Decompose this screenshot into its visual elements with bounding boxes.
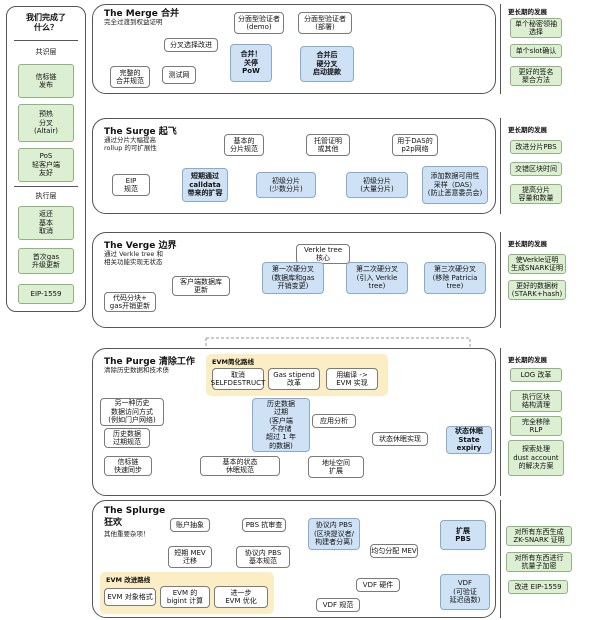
splurge-later-zk-snark: 对所有东西生成 ZK-SNARK 证明: [506, 526, 572, 546]
splurge-evm-bigint: EVM 的 bigint 计算: [160, 586, 210, 608]
splurge-subtitle: 其他重要杂项！: [104, 530, 150, 538]
merge-testnet: 测试网: [162, 66, 196, 84]
purge-subtitle: 清除历史数据和技术债: [104, 366, 169, 374]
purge-state-expiry-spec: 基本的状态 休眠规范: [200, 456, 280, 476]
merge-later-ssf: 单个slot确认: [510, 44, 562, 58]
splurge-vdf: VDF (可验证 延迟函数): [440, 574, 490, 610]
surge-basic-sharding-spec: 基本的 分片规范: [224, 134, 264, 156]
purge-later-block-cleanup: 执行区块 结构清理: [510, 390, 562, 412]
splurge-account-abstraction: 账户抽象: [170, 518, 210, 532]
surge-calldata: 短期通过 calldata 带来的扩容: [182, 168, 228, 202]
merge-title: The Merge 合并: [104, 9, 179, 19]
verge-verkle-core: Verkle tree 核心: [296, 244, 350, 264]
splurge-vdf-hardware: VDF 硬件: [356, 578, 400, 592]
surge-later-staggered: 交错区块时间: [510, 162, 562, 176]
merge-withdrawals: 合并后 硬分叉 启动提款: [300, 46, 354, 82]
purge-evm-compile: 用编译 -> EVM 实现: [326, 368, 378, 390]
splurge-evm-title: EVM 改进路线: [106, 576, 151, 584]
completed-beacon-chain: 信标链 发布: [18, 64, 74, 98]
purge-app-analysis: 应用分析: [312, 414, 356, 428]
verge-hardfork-3: 第三次硬分叉 (移除 Patricia tree): [424, 262, 486, 294]
purge-evm-title: EVM简化路线: [212, 358, 254, 366]
splurge-later-quantum: 对所有东西进行 抗量子加密: [506, 552, 572, 572]
purge-state-expiry: 状态休眠 State expiry: [446, 426, 492, 454]
merge-fork-choice: 分叉选择改进: [164, 38, 218, 52]
splurge-title: The Splurge 狂欢: [104, 506, 166, 528]
merge-later-title: 更长期的发展: [508, 8, 547, 16]
completed-refund: 返还 基本 取消: [18, 206, 74, 240]
execution-layer-label: 执行层: [35, 191, 57, 200]
splurge-extended-pbs: 扩展 PBS: [440, 520, 486, 550]
surge-custody-proof: 托管证明 或其他: [306, 134, 350, 156]
purge-later-dust: 探索处理 dust account 的解决方案: [508, 440, 564, 476]
merge-pow-shutdown: 合并！ 关停 PoW: [230, 44, 272, 82]
splurge-mev-migration: 短期 MEV 迁移: [168, 546, 212, 568]
splurge-mev-smoothing: 均匀分配 MEV: [370, 544, 418, 558]
merge-full-spec: 完整的 合并规范: [110, 66, 150, 88]
purge-beacon-sync: 信标链 快速同步: [104, 456, 152, 476]
verge-later-snark: 使Verkle证明 生成SNARK证明: [508, 254, 566, 274]
surge-title: The Surge 起飞: [104, 127, 177, 137]
completed-light-client: PoS 轻客户端 友好: [18, 148, 74, 182]
splurge-vdf-spec: VDF 规范: [316, 598, 360, 612]
completed-title: 我们完成了 什么？: [26, 13, 66, 32]
surge-initial-sharding-many: 初级分片 (大量分片): [346, 172, 408, 198]
surge-later-title: 更长期的发展: [508, 126, 547, 134]
completed-gas-update: 首次gas 升级更新: [18, 248, 74, 274]
purge-alt-history: 另一种历史 数据访问方式 (例如门户网络): [100, 398, 164, 426]
verge-code-chunking: 代码分块+ gas开销更新: [104, 292, 156, 312]
purge-address-space: 地址空间 扩展: [308, 456, 364, 478]
merge-distributed-validator-deploy: 分面型验证者 (部署): [298, 12, 352, 34]
verge-hardfork-1: 第一次硬分叉 (数据库和gas 开销变更): [262, 262, 324, 294]
surge-later-capacity: 提高分片 容量和数量: [510, 184, 562, 204]
merge-later-ssle: 单个秘密领袖 选择: [510, 18, 562, 38]
purge-later-log: LOG 改革: [510, 368, 562, 382]
completed-eip1559: EIP-1559: [18, 284, 74, 304]
verge-title: The Verge 边界: [104, 241, 177, 251]
merge-distributed-validator-demo: 分面型验证者 (demo): [234, 12, 284, 34]
surge-subtitle: 通过分片大幅提高 rollup 的可扩展性: [104, 136, 157, 153]
section-merge: [92, 4, 496, 94]
surge-eip-spec: EIP 规范: [112, 174, 150, 196]
purge-history-expiry-spec: 历史数据 过期规范: [104, 428, 150, 448]
purge-state-expiry-impl: 状态休眠实现: [372, 432, 428, 446]
splurge-later-eip1559: 改进 EIP-1559: [508, 580, 568, 594]
verge-subtitle: 通过 Verkle tree 和 相关功能实现无状态: [104, 250, 163, 267]
purge-title: The Purge 清除工作: [104, 357, 195, 367]
surge-das: 添加数据可用性 采样（DAS） (防止恶意委员会): [422, 166, 488, 204]
surge-initial-sharding-few: 初级分片 (少数分片): [256, 172, 316, 198]
purge-later-title: 更长期的发展: [508, 356, 547, 364]
verge-later-stark: 更好的数据树 (STARK+hash): [508, 280, 566, 300]
purge-evm-gas-stipend: Gas stipend 改革: [268, 368, 320, 390]
splurge-epbs: 协议内 PBS (区块提议者/ 构建者分离): [308, 518, 360, 550]
splurge-pbs-censorship: PBS 抗审查: [242, 518, 286, 532]
purge-later-rlp: 完全移除 RLP: [510, 416, 562, 436]
verge-hardfork-2: 第二次硬分叉 (引入 Verkle tree): [346, 262, 408, 294]
splurge-pbs-spec: 协议内 PBS 基本规范: [236, 546, 290, 568]
purge-evm-selfdestruct: 取消 SELFDESTRUCT: [211, 368, 265, 390]
merge-subtitle: 完全过渡到权益证明: [104, 18, 163, 26]
surge-later-pbs: 改进分片PBS: [510, 140, 562, 154]
surge-das-p2p: 用于DAS的 p2p网络: [392, 134, 438, 156]
splurge-evm-optimize: 进一步 EVM 优化: [214, 586, 268, 608]
consensus-layer-label: 共识层: [35, 47, 57, 56]
verge-client-db: 客户端数据库 更新: [172, 276, 230, 296]
purge-history-expiry: 历史数据 过期 (客户端 不存储 超过 1 年 的数据): [252, 398, 310, 452]
merge-later-signature: 更好的签名 聚合方法: [510, 66, 562, 86]
splurge-evm-eof: EVM 对象格式: [104, 588, 156, 606]
verge-later-title: 更长期的发展: [508, 240, 547, 248]
completed-altair: 预热 分叉 (Altair): [18, 104, 74, 142]
